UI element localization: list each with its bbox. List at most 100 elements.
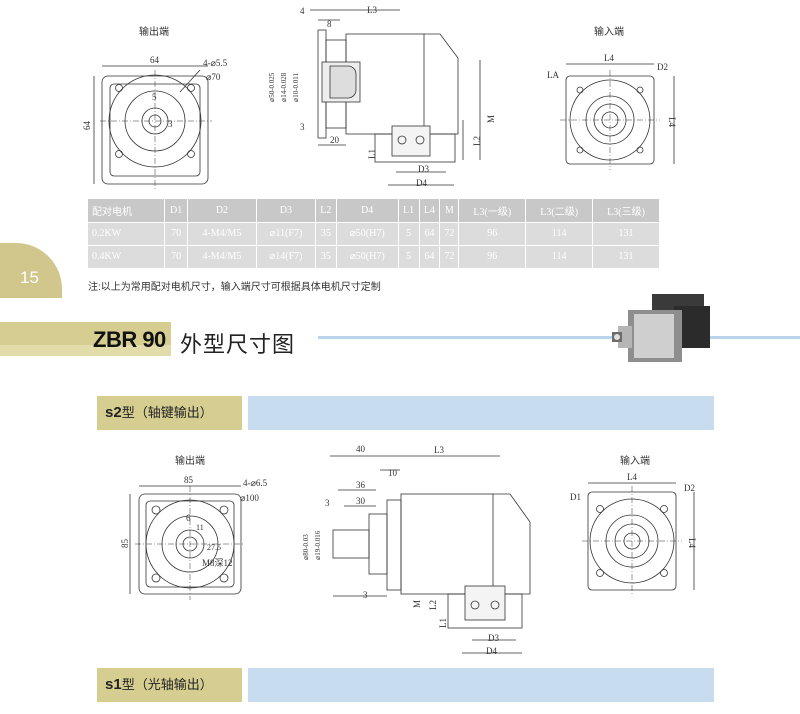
svg-text:L4: L4 xyxy=(687,538,697,548)
table-cell: 114 xyxy=(525,222,594,246)
svg-text:D2: D2 xyxy=(657,62,668,72)
s2-code: s2 xyxy=(105,404,122,421)
svg-text:3: 3 xyxy=(325,498,330,508)
zbr90-output-view: 输出端 85 85 4-⌀6.5 ⌀100 6 11 27.5 M8深12 xyxy=(120,454,268,600)
table-cell: 4-M4/M5 xyxy=(187,222,257,246)
table-header: D1 xyxy=(164,199,189,223)
svg-text:M: M xyxy=(486,115,496,123)
table-cell: 4-M4/M5 xyxy=(187,245,257,269)
svg-text:30: 30 xyxy=(356,496,366,506)
table-header: D4 xyxy=(336,199,399,223)
table-cell: 0.2KW xyxy=(88,222,166,246)
svg-text:D3: D3 xyxy=(488,633,499,643)
table-header: M xyxy=(439,199,460,223)
table-cell: 70 xyxy=(164,222,189,246)
table-row: 0.4KW 70 4-M4/M5 ⌀14(F7) 35 ⌀50(H7) 5 64… xyxy=(88,245,660,269)
svg-text:⌀10-0.011: ⌀10-0.011 xyxy=(292,72,300,102)
zbr60-input-view: 输入端 L4 D2 LA L4 xyxy=(547,25,677,170)
svg-text:L4: L4 xyxy=(604,53,614,63)
svg-text:40: 40 xyxy=(356,444,366,454)
table-cell: 72 xyxy=(439,222,460,246)
svg-text:85: 85 xyxy=(120,539,130,549)
svg-text:L1: L1 xyxy=(438,618,448,628)
table-cell: 72 xyxy=(439,245,460,269)
zbr60-output-title: 输出端 xyxy=(139,25,169,38)
svg-text:3: 3 xyxy=(300,122,305,132)
table-cell: ⌀11(F7) xyxy=(256,222,316,246)
zbr90-side-view: 40 L3 10 36 30 3 D3 D4 ⌀80-0.03 ⌀19-0.01… xyxy=(302,444,531,656)
table-header-row: 配对电机 D1 D2 D3 L2 D4 L1 L4 M L3(一级) L3(二级… xyxy=(88,199,660,223)
page-number: 15 xyxy=(20,268,39,287)
section-divider-line xyxy=(318,336,800,339)
s2-label: 型（轴键输出） xyxy=(121,405,213,420)
product-image xyxy=(612,294,710,362)
svg-text:⌀100: ⌀100 xyxy=(240,493,259,503)
svg-text:36: 36 xyxy=(356,480,366,490)
svg-text:L1: L1 xyxy=(367,149,377,159)
svg-text:⌀80-0.03: ⌀80-0.03 xyxy=(302,534,310,560)
table-cell: 96 xyxy=(458,245,527,269)
svg-text:L2: L2 xyxy=(428,600,438,610)
svg-text:D4: D4 xyxy=(416,178,427,188)
table-cell: ⌀50(H7) xyxy=(336,245,399,269)
svg-text:LA: LA xyxy=(547,70,559,80)
table-cell: 35 xyxy=(315,245,337,269)
section-model-code: ZBR 90 xyxy=(93,327,166,352)
table-cell: 114 xyxy=(525,245,594,269)
svg-text:L3: L3 xyxy=(434,445,444,455)
svg-text:⌀19-0.016: ⌀19-0.016 xyxy=(314,530,322,560)
table-row: 0.2KW 70 4-M4/M5 ⌀11(F7) 35 ⌀50(H7) 5 64… xyxy=(88,222,660,246)
table-cell: ⌀50(H7) xyxy=(336,222,399,246)
svg-text:4-⌀5.5: 4-⌀5.5 xyxy=(203,58,228,68)
svg-text:8: 8 xyxy=(327,19,332,29)
s2-section-label: s2型（轴键输出） xyxy=(97,396,242,430)
svg-text:10: 10 xyxy=(388,468,398,478)
zbr90-input-view: 输入端 L4 D1 D2 L4 xyxy=(570,454,697,596)
s1-section-band xyxy=(248,668,714,702)
table-cell: 0.4KW xyxy=(88,245,166,269)
svg-text:64: 64 xyxy=(150,55,160,65)
table-header: D2 xyxy=(187,199,257,223)
svg-text:⌀50-0.025: ⌀50-0.025 xyxy=(268,72,276,102)
table-cell: 5 xyxy=(398,222,420,246)
svg-text:11: 11 xyxy=(196,523,204,532)
zbr90-output-title: 输出端 xyxy=(175,454,205,467)
zbr90-input-title: 输入端 xyxy=(620,454,650,467)
zbr60-side-view: 4 L3 8 D3 D4 ⌀50-0.025 ⌀14-0.028 ⌀10-0.0… xyxy=(268,5,496,188)
svg-text:L4: L4 xyxy=(627,472,637,482)
table-header: L3(三级) xyxy=(592,199,660,223)
svg-text:D4: D4 xyxy=(486,646,497,656)
table-cell: 131 xyxy=(592,222,660,246)
spec-table: 配对电机 D1 D2 D3 L2 D4 L1 L4 M L3(一级) L3(二级… xyxy=(88,199,660,269)
svg-text:3: 3 xyxy=(168,119,173,129)
svg-text:M: M xyxy=(412,600,422,608)
svg-text:27.5: 27.5 xyxy=(207,543,221,552)
table-header: D3 xyxy=(256,199,316,223)
table-cell: 64 xyxy=(419,245,441,269)
s2-section-band xyxy=(248,396,714,430)
table-cell: 5 xyxy=(398,245,420,269)
svg-text:D2: D2 xyxy=(684,483,695,493)
table-header: L3(一级) xyxy=(458,199,527,223)
table-note: 注:以上为常用配对电机尺寸，输入端尺寸可根据具体电机尺寸定制 xyxy=(88,282,381,293)
table-cell: 131 xyxy=(592,245,660,269)
table-header: L2 xyxy=(315,199,337,223)
s1-code: s1 xyxy=(105,676,122,693)
section-title-band xyxy=(0,345,171,356)
zbr60-output-view: 输出端 64 64 4-⌀5.5 ⌀70 5 3 xyxy=(82,25,228,190)
svg-text:L2: L2 xyxy=(472,136,482,146)
svg-text:D1: D1 xyxy=(570,492,581,502)
table-header: L4 xyxy=(419,199,441,223)
svg-text:20: 20 xyxy=(330,135,340,145)
zbr60-input-title: 输入端 xyxy=(594,25,624,38)
svg-text:85: 85 xyxy=(184,475,194,485)
svg-text:D3: D3 xyxy=(418,164,429,174)
svg-text:4-⌀6.5: 4-⌀6.5 xyxy=(243,478,268,488)
table-cell: 70 xyxy=(164,245,189,269)
svg-text:M8深12: M8深12 xyxy=(202,558,233,568)
svg-text:L4: L4 xyxy=(667,117,677,127)
svg-text:3: 3 xyxy=(363,590,368,600)
table-header: L1 xyxy=(398,199,420,223)
svg-text:64: 64 xyxy=(82,121,92,131)
